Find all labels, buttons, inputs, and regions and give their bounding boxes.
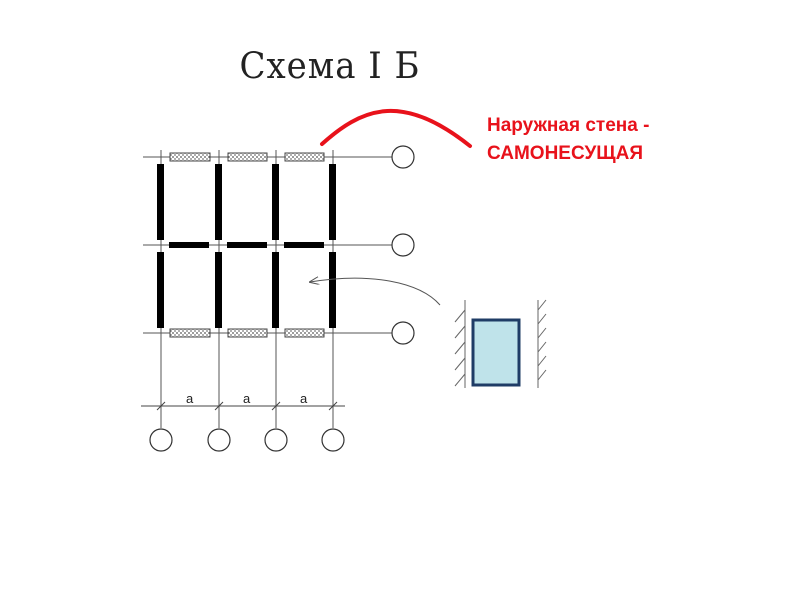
bearing-walls — [157, 164, 336, 328]
vertical-axes — [160, 150, 334, 428]
span-label-2: a — [243, 391, 251, 406]
outer-wall-panel-top-3 — [284, 152, 325, 162]
outer-wall-panel-bottom-1 — [169, 328, 211, 338]
callout-curve — [320, 108, 472, 148]
outer-wall-panels — [169, 152, 325, 338]
wall-horizontal-middle-2 — [227, 242, 267, 248]
dimension-tick-3 — [271, 401, 281, 411]
axis-marker-top — [391, 145, 415, 169]
column-detail — [454, 299, 547, 388]
wall-vertical-3-upper — [272, 164, 279, 240]
wall-vertical-2-upper — [215, 164, 222, 240]
axis-marker-v3 — [264, 428, 288, 452]
outer-wall-panel-top-2 — [227, 152, 268, 162]
dimension-tick-4 — [328, 401, 338, 411]
callout-line-1: Наружная стена - — [487, 115, 650, 136]
axis-marker-v4 — [321, 428, 345, 452]
callout-line-2: САМОНЕСУЩАЯ — [487, 143, 643, 164]
axis-marker-middle — [391, 233, 415, 257]
wall-horizontal-middle-3 — [284, 242, 324, 248]
axis-marker-v1 — [149, 428, 173, 452]
axis-markers-right — [391, 145, 415, 345]
column-cross-section — [471, 318, 521, 387]
axis-markers-bottom — [149, 428, 345, 452]
dimension-line — [141, 401, 345, 411]
wall-vertical-4-lower — [329, 252, 336, 328]
dimension-tick-1 — [156, 401, 166, 411]
callout-text: Наружная стена - САМОНЕСУЩАЯ — [487, 112, 649, 168]
span-label-3: a — [300, 391, 308, 406]
wall-vertical-1-upper — [157, 164, 164, 240]
support-hatching — [454, 299, 547, 388]
wall-vertical-3-lower — [272, 252, 279, 328]
axis-marker-v2 — [207, 428, 231, 452]
dimension-tick-2 — [214, 401, 224, 411]
axis-marker-bottom — [391, 321, 415, 345]
page-title: Схема I Б — [239, 44, 421, 88]
wall-vertical-1-lower — [157, 252, 164, 328]
outer-wall-panel-bottom-2 — [227, 328, 268, 338]
detail-pointer-arrow — [310, 278, 441, 306]
wall-vertical-4-upper — [329, 164, 336, 240]
outer-wall-panel-top-1 — [169, 152, 211, 162]
span-label-1: a — [186, 391, 194, 406]
outer-wall-panel-bottom-3 — [284, 328, 325, 338]
wall-horizontal-middle-1 — [169, 242, 209, 248]
wall-vertical-2-lower — [215, 252, 222, 328]
